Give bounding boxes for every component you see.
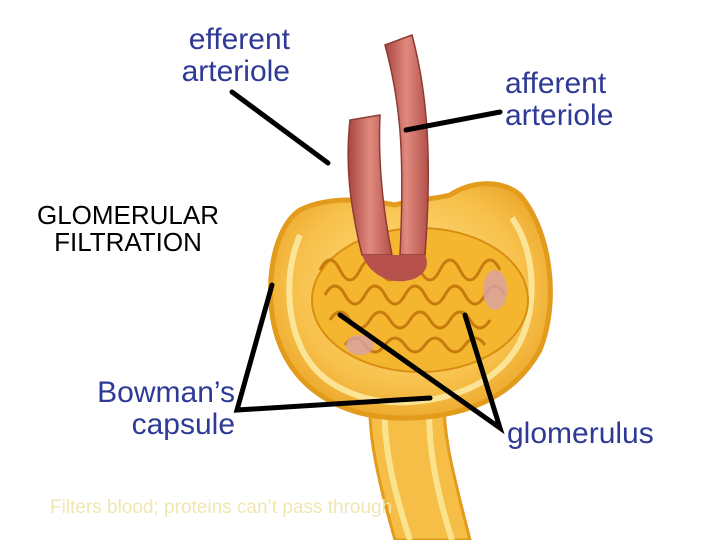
efferent-arteriole-label: efferent arteriole	[150, 24, 290, 87]
filtration-note: Filters blood; proteins can’t pass throu…	[50, 497, 393, 518]
efferent-label-line2: arteriole	[181, 54, 290, 88]
glomerulus-pointer-line	[337, 312, 505, 435]
afferent-arteriole-label: afferent arteriole	[505, 68, 613, 131]
efferent-label-line1: efferent	[188, 23, 290, 56]
afferent-label-line1: afferent	[505, 67, 607, 100]
afferent-pointer-line	[403, 109, 503, 133]
efferent-pointer-line	[229, 89, 331, 166]
arteriole-vessels	[347, 34, 430, 282]
glomerulus-label: glomerulus	[507, 417, 654, 450]
pointer-lines	[229, 89, 505, 435]
bowmans-label-line1: Bowman’s	[97, 376, 235, 409]
afferent-label-line2: arteriole	[505, 98, 614, 132]
bowmans-pointer-line	[233, 282, 433, 413]
bowmans-label-line2: capsule	[131, 407, 235, 441]
glomerular-filtration-line1: GLOMERULAR	[36, 200, 220, 230]
bowmans-capsule-label: Bowman’s capsule	[60, 377, 235, 440]
glomerular-filtration-label: GLOMERULAR FILTRATION	[22, 200, 234, 258]
glomerular-filtration-line2: FILTRATION	[54, 227, 202, 258]
